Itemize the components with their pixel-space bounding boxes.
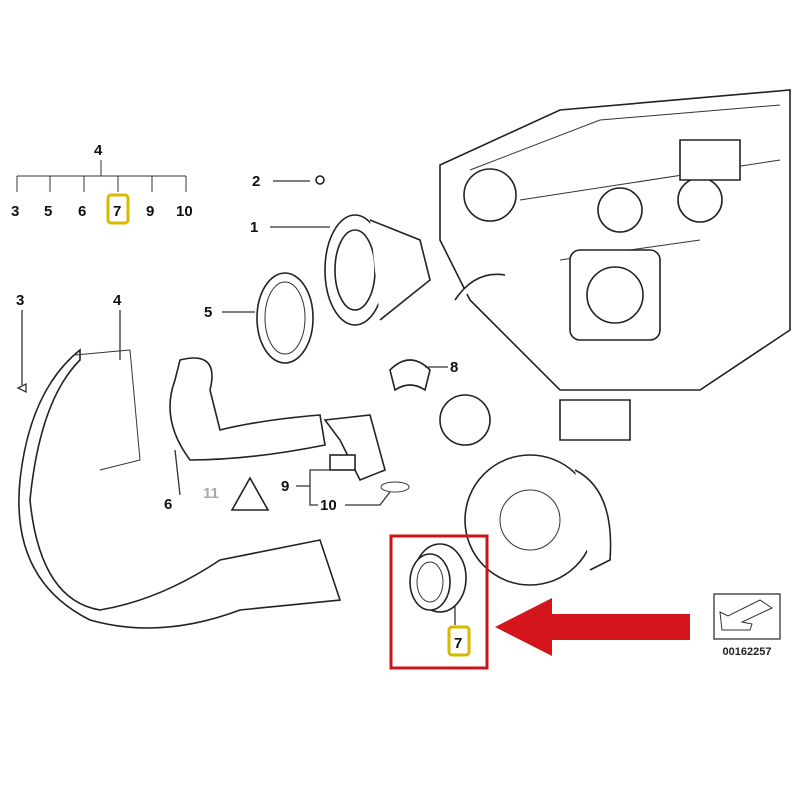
highlight-frame [389,534,489,670]
callout-4: 4 [113,292,122,309]
warning-symbol-icon [230,476,270,511]
highlight-box [106,193,130,225]
legend-child: 10 [176,203,193,220]
legend-child: 6 [78,203,86,220]
seal-ring-drawing [409,543,467,613]
diagram-reference: 00162257 [713,593,781,658]
legend-tree: 4 3 5 6 7 9 10 [11,142,193,225]
callout-1: 1 [250,219,258,236]
hose-drawing [169,357,326,461]
clamp-drawing [389,359,431,392]
legend-child: 9 [146,203,154,220]
callout-9: 9 [281,478,289,495]
legend-child-highlighted: 7 [113,203,121,220]
throttle-body-drawing [315,175,431,326]
callout-5: 5 [204,304,212,321]
turbocharger-drawing [439,394,631,586]
view-direction-icon [719,599,774,631]
diagram-number: 00162257 [723,646,772,658]
callout-10: 10 [320,497,337,514]
callout-11: 11 [203,485,219,502]
callout-3: 3 [16,292,24,309]
callout-6: 6 [164,496,172,513]
callout-2: 2 [252,173,260,190]
intake-hose-drawing [18,348,342,629]
sensor-drawing [323,414,410,493]
legend-child: 3 [11,203,19,220]
legend-child: 5 [44,203,52,220]
callout-8: 8 [450,359,458,376]
callout-7: 7 [454,635,462,652]
gasket-drawing [256,272,314,364]
red-arrow-icon [495,598,690,656]
cylinder-head-drawing [439,89,791,391]
legend-parent: 4 [94,142,103,159]
highlight-box [447,625,471,657]
